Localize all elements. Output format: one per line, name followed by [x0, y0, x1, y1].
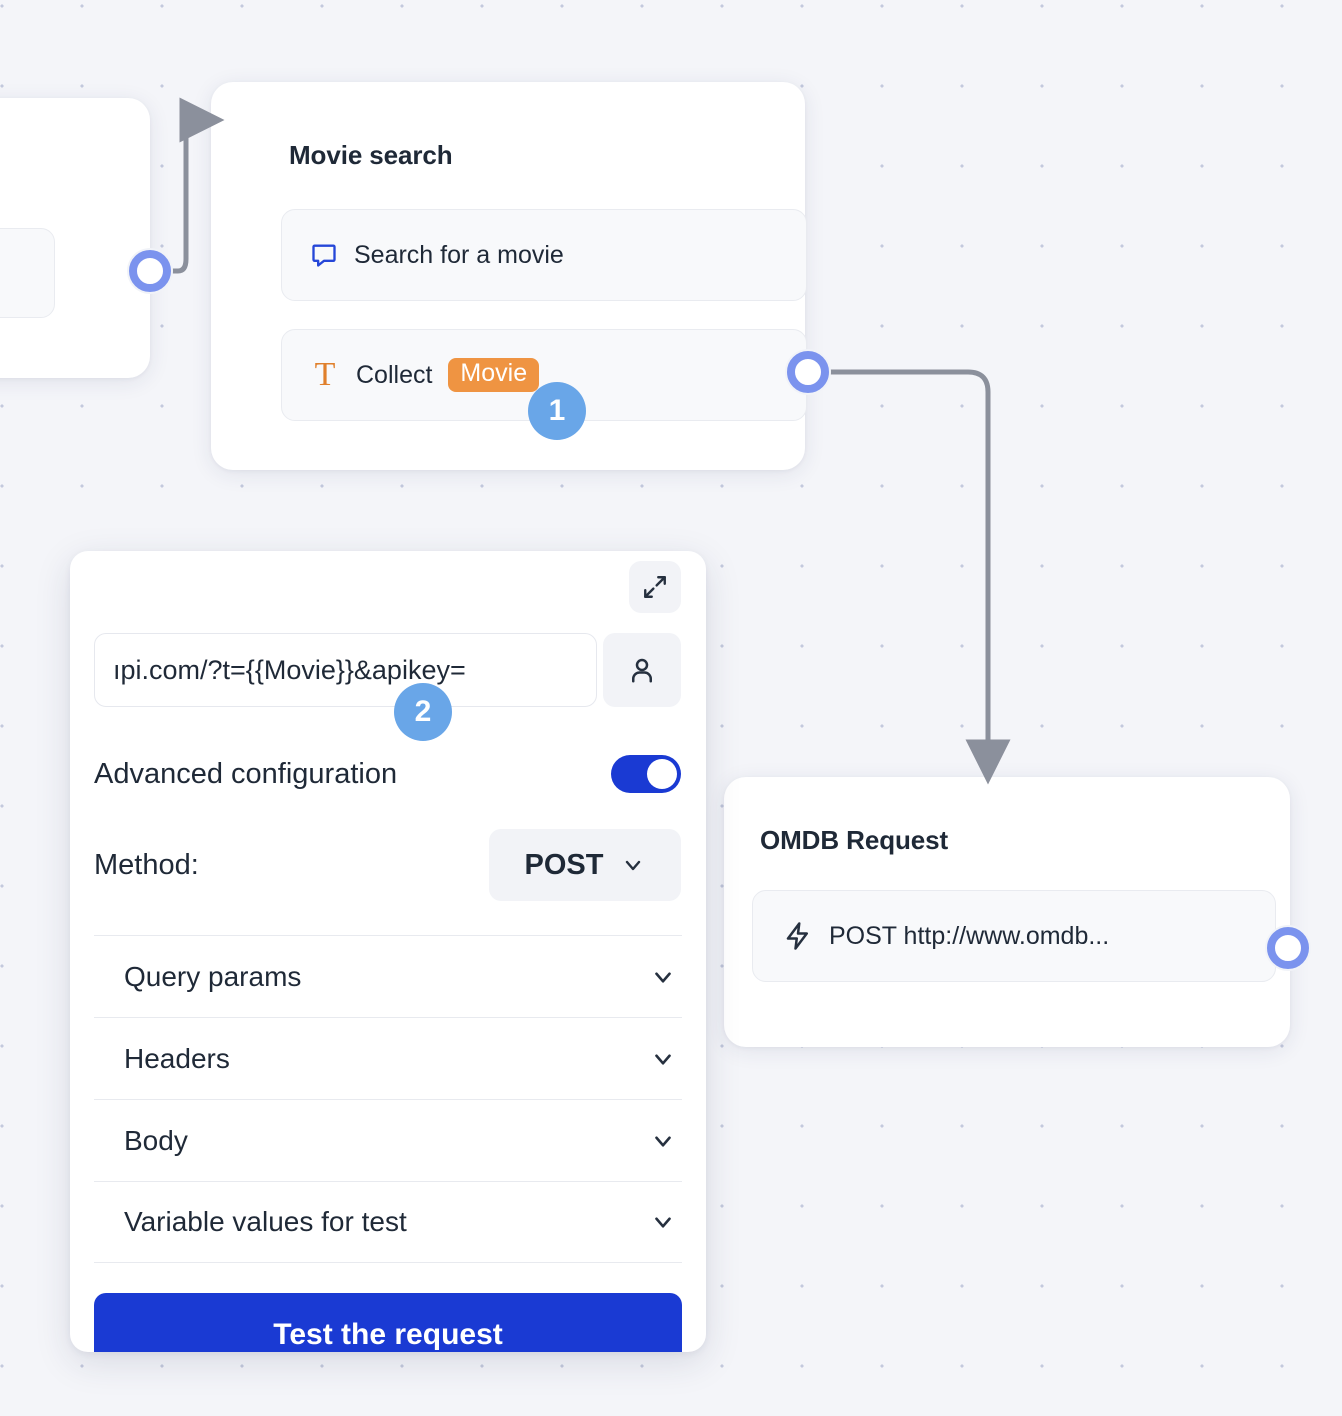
node-row-label: Search for a movie [354, 240, 564, 269]
accordion-item-headers[interactable]: Headers [94, 1017, 682, 1099]
accordion-label: Headers [124, 1042, 230, 1074]
advanced-configuration-label: Advanced configuration [94, 757, 398, 790]
node-row-collect-movie[interactable]: T Collect Movie [281, 329, 807, 421]
node-row-search-for-a-movie[interactable]: Search for a movie [281, 209, 807, 301]
connector-port-movie-output[interactable] [785, 349, 831, 395]
request-config-panel[interactable]: Advanced configuration Method: POST Quer… [70, 551, 706, 1352]
connector-port-left[interactable] [127, 248, 173, 294]
node-omdb-request[interactable]: OMDB Request POST http://www.omdb... [724, 777, 1290, 1047]
node-title-movie-search: Movie search [289, 140, 453, 170]
chevron-down-icon [650, 964, 676, 990]
node-movie-search[interactable]: Movie search Search for a movie T Collec… [211, 82, 807, 470]
text-input-icon: T [314, 356, 336, 393]
connector-port-omdb-output[interactable] [1265, 925, 1311, 971]
lightning-icon [783, 921, 813, 951]
node-row-label: Collect [356, 360, 433, 389]
accordion-item-body[interactable]: Body [94, 1099, 682, 1181]
partial-node-card[interactable] [0, 98, 150, 378]
accordion-item-variable-values-for-test[interactable]: Variable values for test [94, 1181, 682, 1263]
node-title-omdb-request: OMDB Request [760, 825, 949, 855]
speech-bubble-icon [310, 241, 338, 269]
edge-movie-to-omdb [825, 369, 1011, 785]
test-the-request-button[interactable]: Test the request [94, 1293, 682, 1352]
expand-diagonal-icon[interactable] [629, 561, 681, 613]
accordion-label: Variable values for test [124, 1206, 407, 1237]
method-select[interactable]: POST [489, 829, 681, 901]
person-icon[interactable] [603, 633, 681, 707]
edge-left-to-movie [170, 97, 225, 274]
step-badge-1: 1 [528, 382, 586, 440]
advanced-configuration-toggle[interactable] [611, 755, 681, 793]
partial-node-row[interactable] [0, 228, 55, 318]
variable-pill-movie[interactable]: Movie [448, 358, 540, 392]
config-accordion: Query params Headers Body [94, 935, 682, 1263]
node-row-label: POST http://www.omdb... [829, 921, 1110, 950]
accordion-label: Body [124, 1124, 188, 1156]
step-badge-2: 2 [394, 683, 452, 741]
method-label: Method: [94, 848, 199, 881]
chevron-down-icon [621, 853, 645, 877]
node-row-post-request[interactable]: POST http://www.omdb... [752, 890, 1276, 982]
chevron-down-icon [650, 1046, 676, 1072]
method-value: POST [524, 848, 604, 881]
method-row: Method: POST [94, 829, 681, 901]
accordion-item-query-params[interactable]: Query params [94, 935, 682, 1017]
chevron-down-icon [650, 1128, 676, 1154]
chevron-down-icon [650, 1209, 676, 1235]
url-row [94, 633, 681, 707]
request-url-input[interactable] [94, 633, 597, 707]
accordion-label: Query params [124, 960, 302, 992]
advanced-configuration-row: Advanced configuration [94, 755, 681, 793]
